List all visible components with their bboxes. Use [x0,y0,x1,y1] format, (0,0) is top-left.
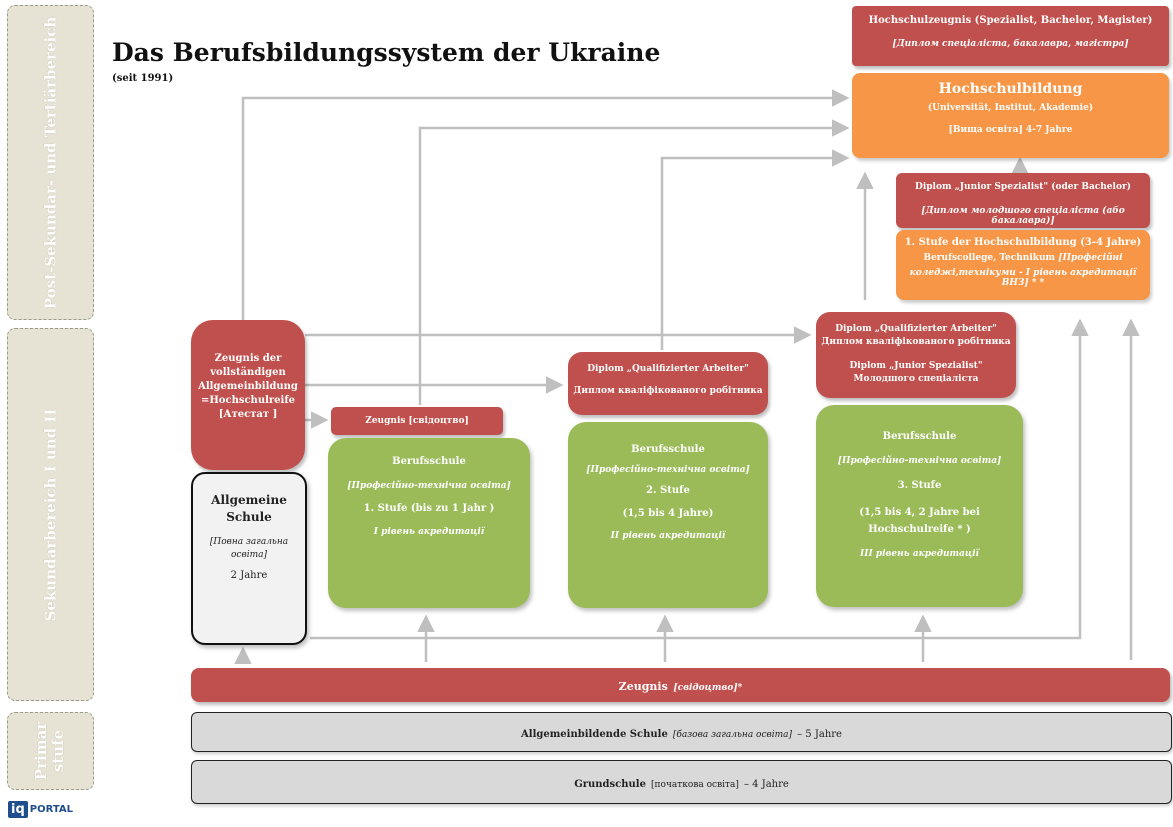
bs1-level: I рівень акредитації [373,527,485,537]
allgemeine-line2: Schule [226,510,272,524]
bs2-level: II рівень акредитації [610,531,726,541]
arrow-allgemeine-to-stufe1 [310,318,1089,640]
diplom-qa2-line4: Молодшого спеціаліста [853,374,979,384]
stufe1-hochschule-line1: 1. Stufe der Hochschulbildung (3-4 Jahre… [904,237,1142,248]
grundschule-label: Grundschule [574,779,646,790]
berufsschule-1-box: Berufsschule [Професійно-технічна освіта… [328,438,530,608]
hochschulbildung-box: Hochschulbildung (Universität, Institut,… [852,73,1169,158]
bs3-stufe: 3. Stufe [897,480,942,491]
side-label-prim-line1: Primar [32,721,51,781]
bs1-ua: [Професійно-технічна освіта] [347,481,511,491]
logo-mark: iq [8,800,28,818]
allgemeinbildende-ua: [базова загальна освіта] [672,730,793,740]
diplom-qa2-line3: Diplom „Junior Spezialist" [849,361,983,371]
diplom-qa1-line1: Diplom „Qualifizierter Arbeiter" [587,364,749,374]
berufsschule-3-box: Berufsschule [Професійно-технічна освіта… [816,405,1023,607]
hochschulbildung-line3: [Вища освіта] 4-7 Jahre [948,125,1073,135]
grundschule-ua: [початкова освіта] [651,780,739,790]
side-label-sek-text: Sekundarbereich I und II [41,408,60,621]
arrow-zeugnis1-to-hochschule [418,119,850,405]
hochschulzeugnis-line1: Hochschulzeugnis (Spezialist, Bachelor, … [868,15,1153,26]
bs3-level: III рівень акредитації [860,549,979,559]
zeugnis-hr-line1: Zeugnis der [214,353,282,364]
bs1-stufe: 1. Stufe (bis zu 1 Jahr ) [363,503,495,514]
stufe1-hochschule-box: 1. Stufe der Hochschulbildung (3-4 Jahre… [896,230,1150,300]
hochschulzeugnis-box: Hochschulzeugnis (Spezialist, Bachelor, … [852,6,1169,66]
side-label-prim-line2: stufe [49,729,68,773]
diplom-qa2-line1: Diplom „Qualifizierter Arbeiter" [835,324,997,334]
page-subtitle: (seit 1991) [112,73,174,84]
allgemeinbildende-label: Allgemeinbildende Schule [521,729,668,740]
stufe1-hochschule-line3b: * * [1031,278,1045,288]
zeugnis-bottom-ua: [свідоцтво] [673,683,738,693]
bs2-duration: (1,5 bis 4 Jahre) [622,508,714,519]
berufsschule-2-box: Berufsschule [Професійно-технічна освіта… [568,422,768,608]
allgemeine-line1: Allgemeine [211,493,287,507]
hochschulzeugnis-line2: [Диплом спеціаліста, бакалавра, магістра… [892,39,1129,49]
bs2-title: Berufsschule [631,444,705,455]
bs3-title: Berufsschule [882,431,957,442]
side-label-primarstufe: Primar stufe [7,712,94,790]
allgemeinbildende-schule-bar: Allgemeinbildende Schule [базова загальн… [191,712,1172,752]
zeugnis-hr-line5: [Атестат ] [218,409,278,420]
hochschulbildung-title: Hochschulbildung [938,81,1083,97]
side-label-post-sekundar: Post-Sekundar- und Tertiärbereich [7,5,94,320]
diplom-qa2-box: Diplom „Qualifizierter Arbeiter" Диплом … [816,312,1016,398]
allgemeinbildende-duration: – 5 Jahre [797,729,842,740]
stufe1-hochschule-line2a: Berufscollege, Technikum [923,253,1056,263]
allgemeine-line5: 2 Jahre [230,570,268,581]
grundschule-duration: – 4 Jahre [743,779,789,790]
junior-diplom-line1: Diplom „Junior Spezialist" (oder Bachelo… [915,182,1131,192]
zeugnis-hr-line4: =Hochschulreife [200,395,295,406]
bs2-stufe: 2. Stufe [646,485,690,496]
allgemeine-line4: освіта] [231,550,267,560]
diplom-qa1-line2: Диплом кваліфікованого робітника [573,386,763,396]
junior-diplom-line2: [Диплом молодшого спеціаліста (або бакал… [921,206,1125,226]
bs3-ua: [Професійно-технічна освіта] [837,456,1002,466]
bs3-duration2: Hochschulreife * ) [868,524,971,535]
zeugnis-hr-line3: Allgemeinbildung [198,381,298,392]
hochschulbildung-line2: (Universität, Institut, Akademie) [927,103,1094,113]
grundschule-bar: Grundschule [початкова освіта] – 4 Jahre [191,760,1172,804]
allgemeine-schule-box: Allgemeine Schule [Повна загальна освіта… [191,472,307,645]
arrow-diplom-qa1-to-hochschule [660,149,850,350]
zeugnis-svidoctvo-box: Zeugnis [свідоцтво] [331,407,503,435]
logo-text: PORTAL [29,803,74,815]
allgemeine-line3: [Повна загальна [209,537,289,547]
zeugnis-hochschulreife-box: Zeugnis der vollständigen Allgemeinbildu… [191,320,305,470]
zeugnis-bottom-bar: Zeugnis [свідоцтво]* [191,668,1170,702]
side-label-post-text: Post-Sekundar- und Tertiärbereich [41,16,60,309]
page-title: Das Berufsbildungssystem der Ukraine [112,38,661,67]
iq-portal-logo: iq PORTAL [8,796,73,822]
zeugnis-hr-line2: vollständigen [210,367,286,378]
bs2-ua: [Професійно-технічна освіта] [586,465,750,475]
zeugnis-bottom-label: Zeugnis [618,680,668,693]
bs1-title: Berufsschule [392,456,466,467]
zeugnis-svidoctvo-label: Zeugnis [свідоцтво] [365,416,469,426]
bs3-duration1: (1,5 bis 4, 2 Jahre bei [859,507,980,518]
stufe1-hochschule-line3: коледжі,технікуми - I рівень акредитації… [909,268,1137,288]
stufe1-hochschule-line2b: [Професійні [1058,253,1123,263]
junior-diplom-box: Diplom „Junior Spezialist" (oder Bachelo… [896,173,1150,228]
zeugnis-bottom-mark: * [737,683,743,693]
arrow-hochschulreife-to-hochschule [241,89,850,320]
side-label-sekundar: Sekundarbereich I und II [7,328,94,701]
diplom-qa2-line2: Диплом кваліфікованого робітника [821,337,1011,347]
diplom-qa1-box: Diplom „Qualifizierter Arbeiter" Диплом … [568,352,768,415]
